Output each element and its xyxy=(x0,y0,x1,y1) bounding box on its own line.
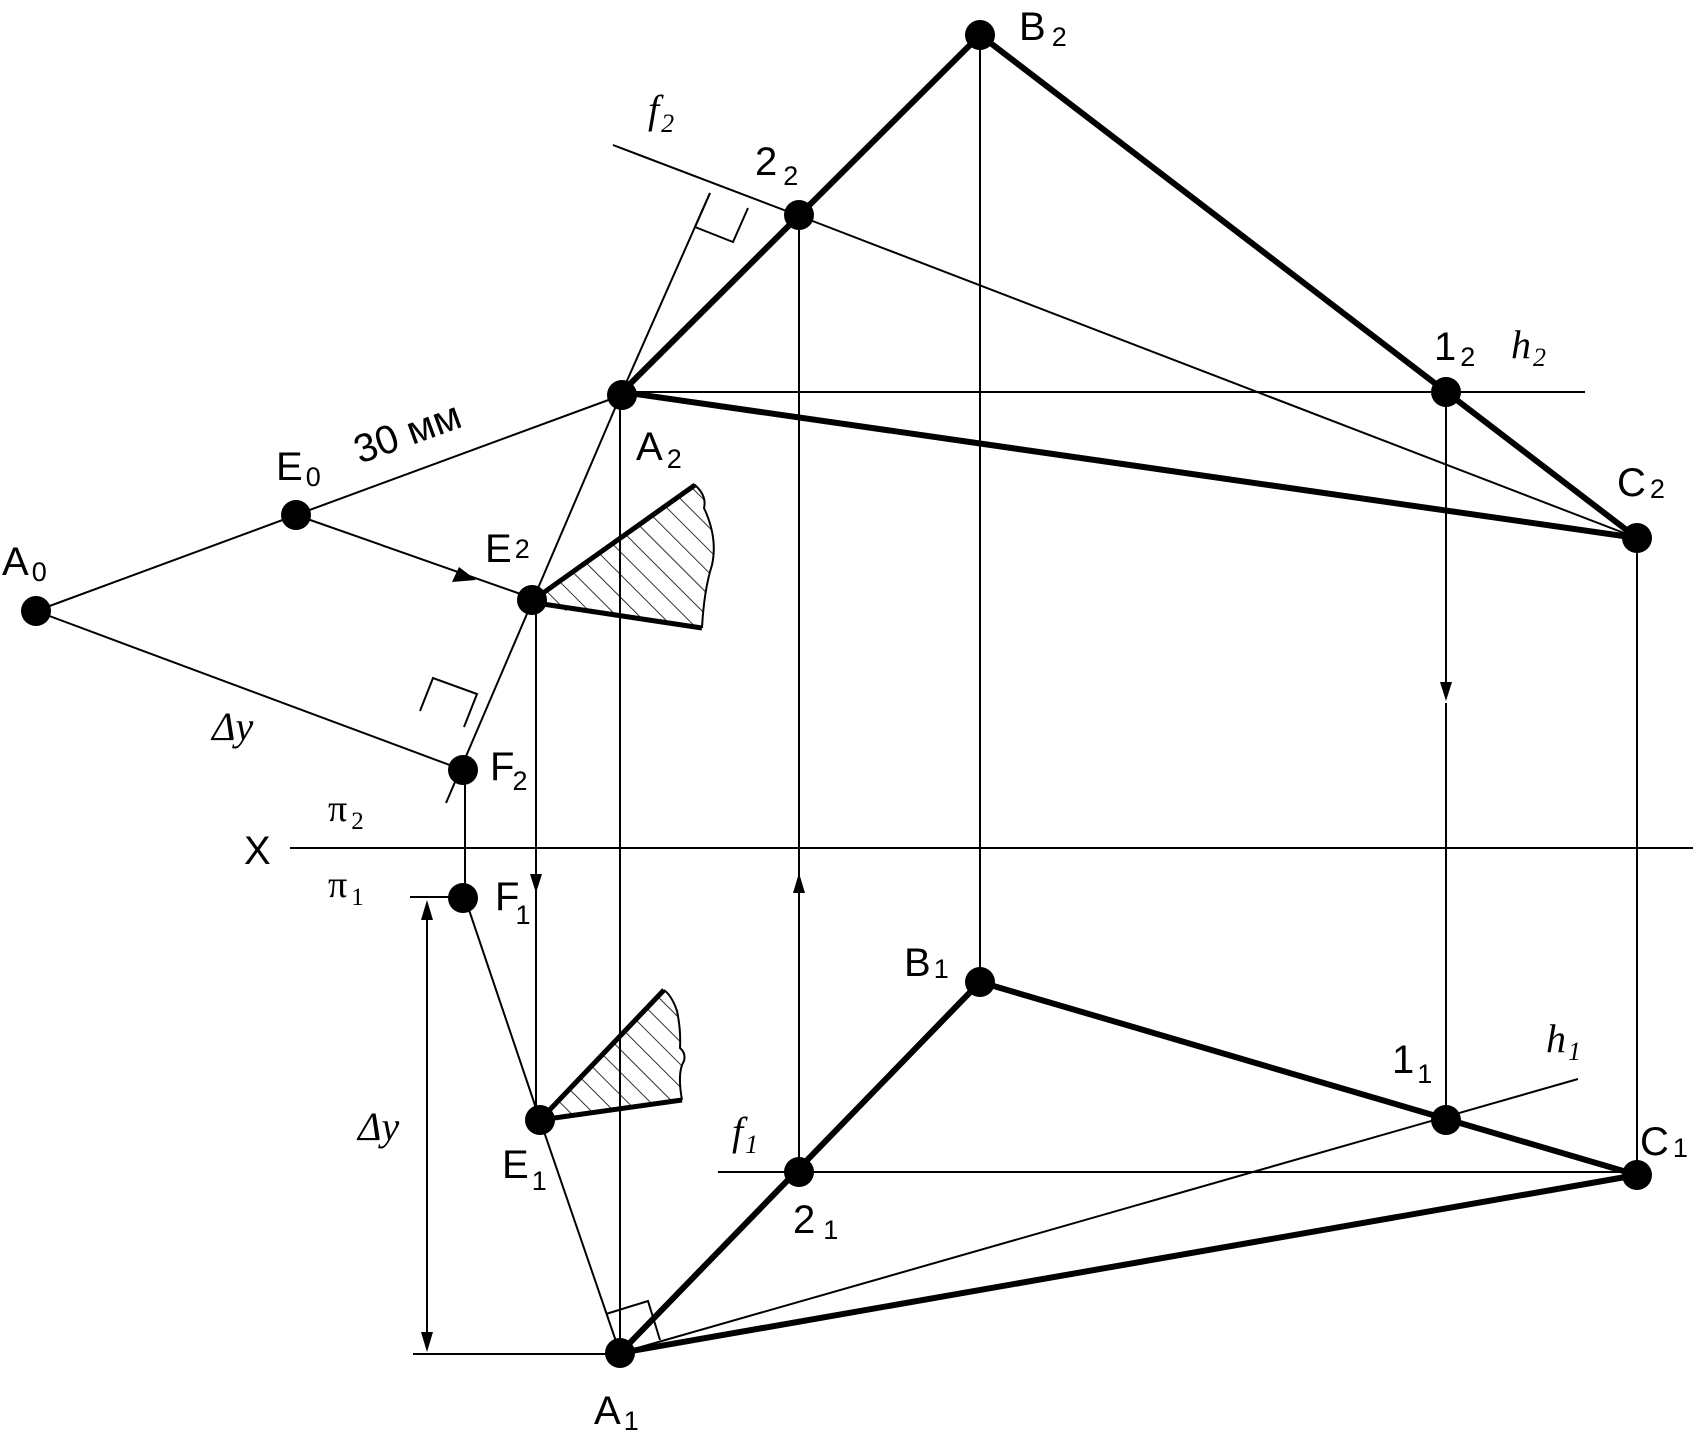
right-angle-f2 xyxy=(693,192,749,244)
point-e2 xyxy=(517,585,547,615)
line-a0-e0 xyxy=(35,514,297,612)
arrow-e0-e2 xyxy=(452,567,476,582)
axis-label-x: X xyxy=(244,829,271,873)
line-e0-a2 xyxy=(295,394,623,516)
label-f1: F1 xyxy=(495,875,530,930)
right-angle-f2-bottom xyxy=(419,676,479,728)
point-c2 xyxy=(1622,523,1652,553)
label-f2-line: f2 xyxy=(648,87,674,138)
delta-y-lower: Δy xyxy=(356,1104,399,1149)
plane-fragment-lower xyxy=(538,988,686,1123)
plane-fragment-upper xyxy=(534,482,715,631)
point-f2 xyxy=(448,755,478,785)
point-b1 xyxy=(965,967,995,997)
point-21 xyxy=(784,1157,814,1187)
line-e1-a1 xyxy=(539,1119,621,1354)
point-a2 xyxy=(607,380,637,410)
edge-b1-c1 xyxy=(977,979,1640,1178)
point-a1 xyxy=(605,1338,635,1368)
points xyxy=(21,20,1652,1368)
dimension-labels: 30 мм Δy Δy xyxy=(210,393,467,1149)
point-c1 xyxy=(1622,1160,1652,1190)
arrow-dim-top xyxy=(421,900,433,920)
label-h2-line: h2 xyxy=(1511,322,1546,372)
edge-b2-c2 xyxy=(977,32,1640,541)
f2-line xyxy=(612,144,798,216)
point-a0 xyxy=(21,596,51,626)
triangle-lines xyxy=(617,32,1640,1356)
label-h1-line: h1 xyxy=(1546,1016,1581,1066)
point-f1 xyxy=(448,883,478,913)
point-22 xyxy=(784,200,814,230)
point-b2 xyxy=(965,20,995,50)
right-angle-marks xyxy=(419,192,749,1341)
right-angle-a1 xyxy=(605,1299,661,1341)
line-a0-f2 xyxy=(35,610,464,771)
point-11 xyxy=(1431,1105,1461,1135)
edge-a2-c2 xyxy=(619,389,1640,541)
label-f1-line: f1 xyxy=(732,1109,758,1159)
dimension-30mm: 30 мм xyxy=(348,393,467,472)
edge-a1-c1 xyxy=(617,1172,1640,1356)
h1-line xyxy=(619,1078,1579,1354)
line-22-c2 xyxy=(796,214,1638,539)
arrow-12-down xyxy=(1440,682,1452,701)
label-f2: F2 xyxy=(490,745,527,796)
point-e1 xyxy=(525,1105,555,1135)
point-e0 xyxy=(281,500,311,530)
point-12 xyxy=(1431,377,1461,407)
arrowheads xyxy=(421,567,1452,1352)
line-f1-e1 xyxy=(464,897,541,1121)
arrow-dim-bottom xyxy=(421,1332,433,1352)
arrow-e2-down xyxy=(530,874,542,893)
arrow-22-up xyxy=(793,873,805,893)
delta-y-upper: Δy xyxy=(210,704,253,749)
line-labels: f2 h2 f1 h1 xyxy=(648,87,1581,1159)
line-e0-e2 xyxy=(295,514,533,599)
